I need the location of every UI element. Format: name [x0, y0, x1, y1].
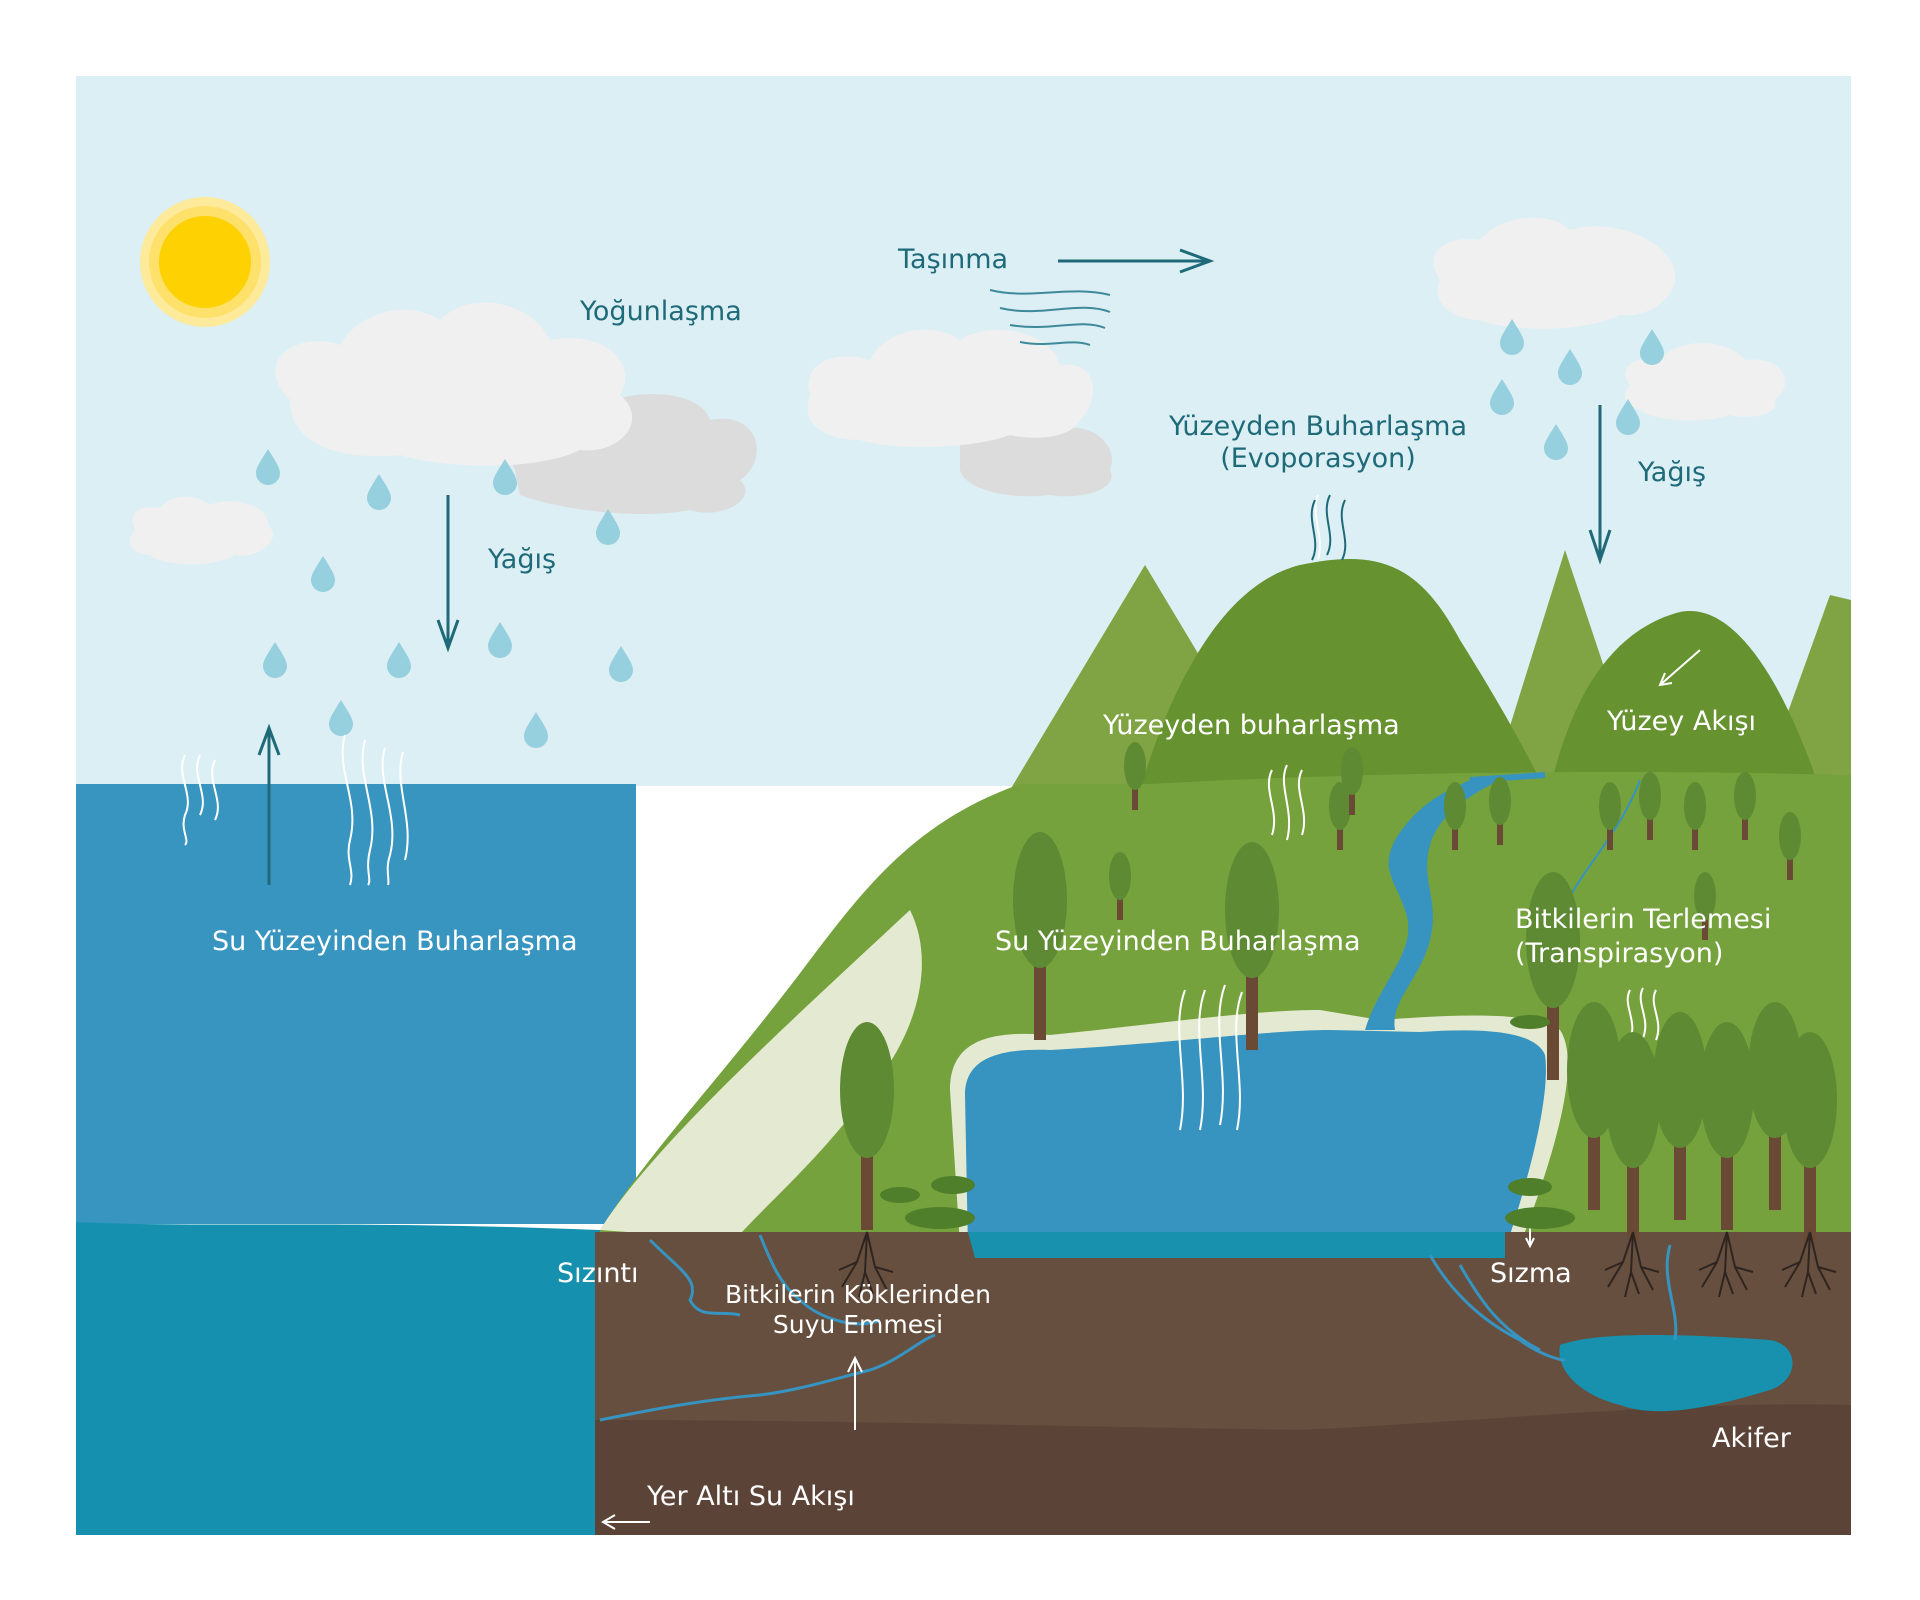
seepage-label: Sızıntı — [557, 1258, 639, 1289]
river — [1365, 780, 1500, 1030]
transpiration-title: Bitkilerin Terlemesi — [1515, 904, 1772, 935]
lake-bottom — [968, 1232, 1505, 1258]
sea-evaporation-label: Su Yüzeyinden Buharlaşma — [212, 926, 578, 957]
mountains — [1010, 550, 1851, 790]
sun-icon — [140, 197, 270, 327]
surface-runoff-label: Yüzey Akışı — [1607, 706, 1757, 737]
groundwater-flow-label: Yer Altı Su Akışı — [647, 1481, 855, 1512]
surface-evaporation-sub: (Evoporasyon) — [1220, 443, 1416, 474]
arrow-icon — [601, 649, 1701, 1530]
surface-evaporation-title: Yüzeyden Buharlaşma — [1168, 411, 1468, 442]
bushes — [880, 1015, 1575, 1229]
infiltration-label: Sızma — [1490, 1258, 1572, 1289]
sea — [76, 784, 636, 1224]
aquifer-label: Akifer — [1712, 1423, 1791, 1454]
deep-soil — [595, 1404, 1851, 1535]
precipitation-left-label: Yağış — [488, 544, 557, 575]
lake — [965, 1030, 1546, 1250]
cloud-icon — [130, 217, 1785, 565]
deep-sea — [76, 1222, 600, 1535]
vapor-lines-icon — [1314, 494, 1321, 561]
root-uptake-line2: Suyu Emmesi — [772, 1310, 944, 1339]
wind-lines-icon — [989, 289, 1111, 346]
root-uptake-line1: Bitkilerin Köklerinden — [724, 1280, 992, 1309]
vapor-lines-icon — [1310, 494, 1347, 561]
transpiration-sub: (Transpirasyon) — [1515, 938, 1724, 969]
groundwater-channels — [599, 1234, 1678, 1422]
transport-label: Taşınma — [898, 244, 1009, 275]
arrow-icon — [257, 248, 1612, 885]
mountain-evaporation-label: Yüzeyden buharlaşma — [1103, 710, 1400, 741]
aquifer-pool — [1559, 1335, 1793, 1412]
beach — [600, 910, 922, 1240]
precipitation-right-label: Yağış — [1638, 457, 1707, 488]
lake-evaporation-label: Su Yüzeyinden Buharlaşma — [995, 926, 1361, 957]
condensation-label: Yoğunlaşma — [580, 296, 742, 327]
